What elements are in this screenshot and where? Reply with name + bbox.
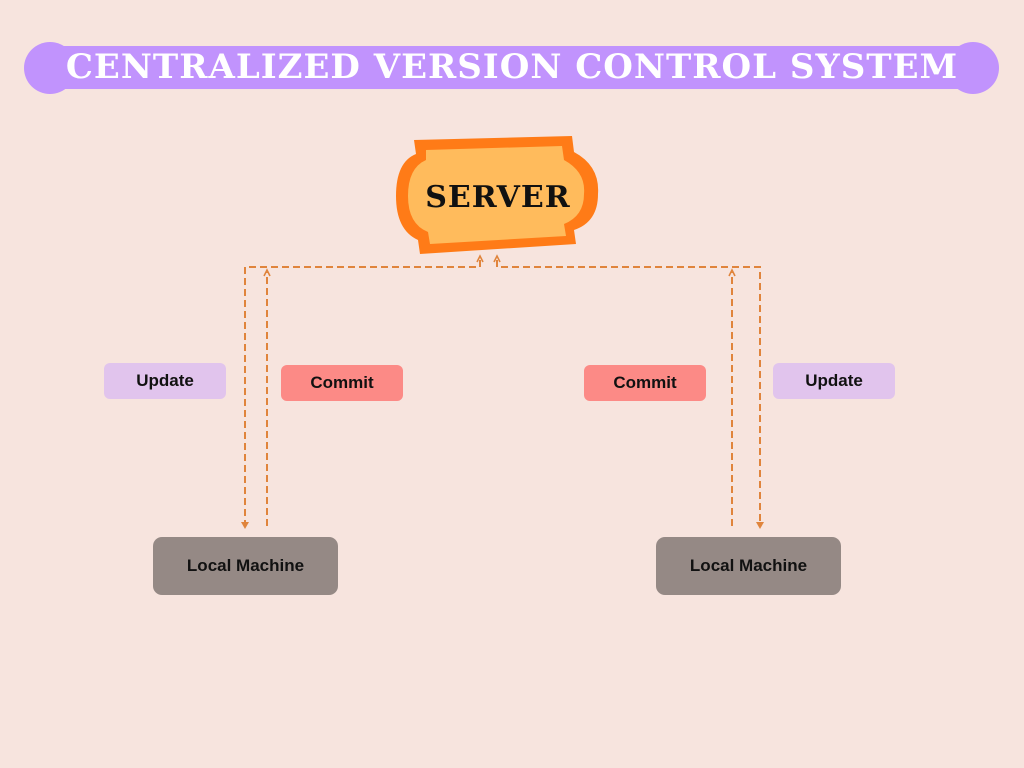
left-update-label: Update	[104, 363, 226, 399]
left-commit-label: Commit	[281, 365, 403, 401]
left-update-line	[244, 260, 481, 526]
right-local-machine: Local Machine	[656, 537, 841, 595]
arrow-up-icon	[493, 254, 501, 263]
arrow-down-icon	[241, 522, 249, 529]
server-shape	[396, 136, 599, 254]
arrow-down-icon	[756, 522, 764, 529]
arrow-up-icon	[728, 268, 736, 277]
arrow-up-icon	[476, 254, 484, 263]
title-band	[60, 46, 966, 89]
right-commit-label: Commit	[584, 365, 706, 401]
left-local-machine: Local Machine	[153, 537, 338, 595]
arrow-up-icon	[263, 268, 271, 277]
page-title: CENTRALIZED VERSION CONTROL SYSTEM	[65, 47, 959, 87]
right-update-label: Update	[773, 363, 895, 399]
server-label: SERVER	[425, 179, 571, 215]
